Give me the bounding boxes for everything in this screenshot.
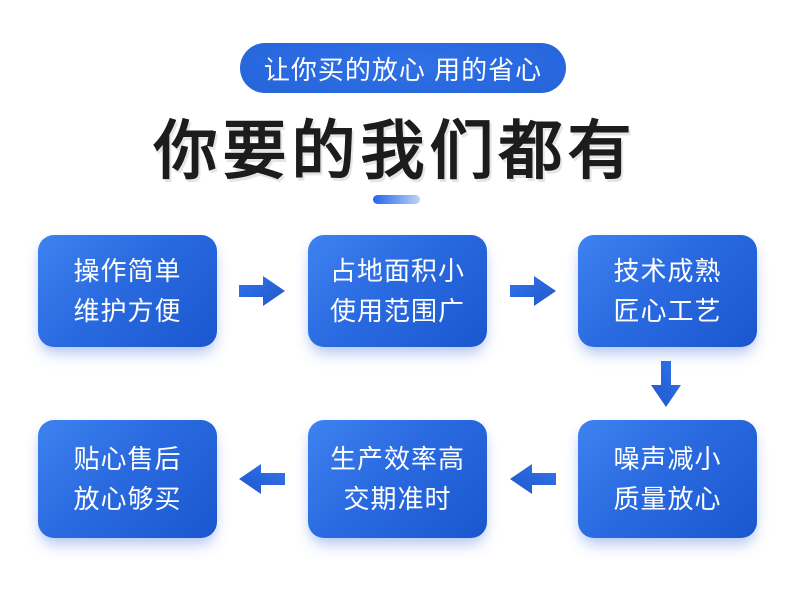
flow-box-line: 匠心工艺	[613, 296, 722, 326]
arrow-right-icon	[239, 276, 285, 306]
arrow-down-icon	[651, 361, 681, 407]
flow-box-high-efficiency: 生产效率高 交期准时	[308, 420, 487, 538]
flow-box-easy-operation: 操作简单 维护方便	[38, 235, 217, 347]
flow-box-line: 放心够买	[73, 484, 182, 514]
arrow-left-icon	[239, 464, 285, 494]
flow-box-line: 维护方便	[73, 296, 182, 326]
flow-box-line: 质量放心	[613, 484, 722, 514]
flow-box-mature-technology: 技术成熟 匠心工艺	[578, 235, 757, 347]
flow-box-line: 占地面积小	[329, 256, 465, 286]
flow-box-line: 交期准时	[343, 484, 452, 514]
page-title: 你要的我们都有	[153, 115, 637, 187]
flow-box-line: 噪声减小	[613, 444, 722, 474]
heading-underline	[373, 195, 420, 204]
flow-box-line: 操作简单	[73, 256, 182, 286]
flow-box-caring-aftersales: 贴心售后 放心够买	[38, 420, 217, 538]
flow-box-line: 使用范围广	[329, 296, 465, 326]
top-badge: 让你买的放心 用的省心	[240, 43, 566, 93]
flow-box-line: 贴心售后	[73, 444, 182, 474]
flow-box-low-noise: 噪声减小 质量放心	[578, 420, 757, 538]
top-badge-label: 让你买的放心 用的省心	[263, 54, 543, 85]
arrow-right-icon	[510, 276, 556, 306]
flow-box-line: 生产效率高	[329, 444, 465, 474]
flow-box-line: 技术成熟	[613, 256, 722, 286]
flow-box-small-footprint: 占地面积小 使用范围广	[308, 235, 487, 347]
arrow-left-icon	[510, 464, 556, 494]
